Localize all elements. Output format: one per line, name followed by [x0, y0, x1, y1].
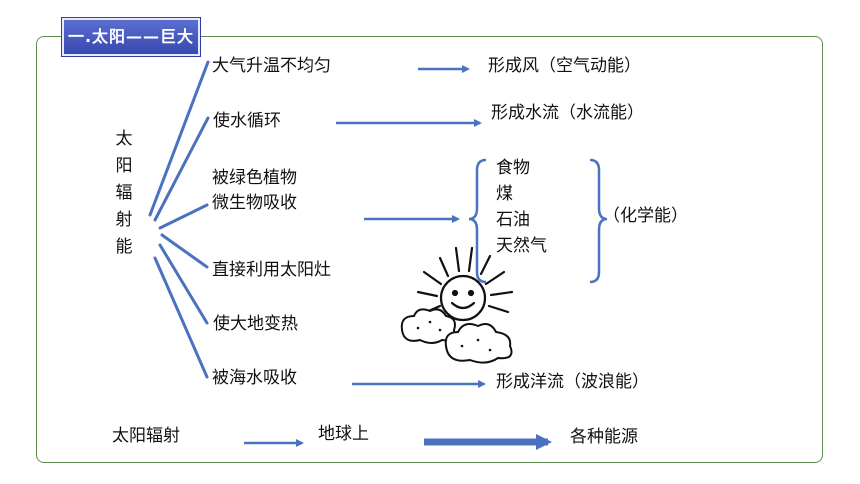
source-label: 太 阳 辐 射 能 [112, 126, 136, 261]
source-char: 辐 [115, 183, 133, 203]
branch-result: 形成风（空气动能） [488, 56, 641, 76]
fan-line [153, 116, 210, 222]
branch-label: 使水循环 [213, 111, 281, 131]
chain-item: 地球上 [318, 424, 369, 444]
branch-label: 被海水吸收 [212, 368, 297, 388]
branch-result: 形成洋流（波浪能） [496, 372, 649, 392]
source-char: 能 [115, 237, 133, 257]
source-char: 射 [115, 210, 133, 230]
fan-line [153, 256, 209, 379]
source-char: 阳 [115, 156, 133, 176]
diagram-frame [36, 36, 823, 463]
branch-label: 微生物吸收 [212, 193, 297, 213]
branch-label: 直接利用太阳灶 [212, 260, 331, 280]
fuel-item: 石油 [496, 210, 530, 230]
source-char: 太 [115, 129, 133, 149]
fuel-item: 食物 [496, 158, 530, 178]
fuel-group-label: （化学能） [603, 206, 688, 226]
fan-line [148, 60, 210, 217]
branch-label: 被绿色植物 [212, 168, 297, 188]
branch-result: 形成水流（水流能） [491, 103, 644, 123]
title-badge: 一.太阳——巨大的"核能炉" [62, 18, 200, 80]
right-brace [589, 158, 608, 284]
fan-line [160, 233, 209, 269]
fan-line [158, 203, 209, 230]
left-brace [468, 158, 487, 284]
fuel-item: 煤 [496, 184, 513, 204]
branch-label: 大气升温不均匀 [212, 56, 331, 76]
branch-label: 使大地变热 [213, 314, 298, 334]
chain-item: 太阳辐射 [112, 426, 180, 446]
cloud-icon [400, 308, 513, 364]
chain-item: 各种能源 [570, 427, 638, 447]
fuel-item: 天然气 [496, 236, 547, 256]
fan-line [158, 243, 209, 325]
